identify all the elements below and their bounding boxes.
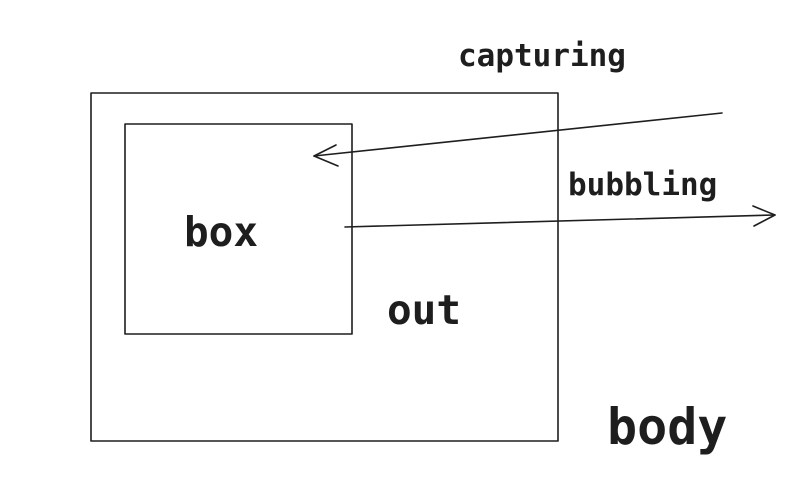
capturing-arrow-shaft (313, 112, 723, 157)
body-label: body (607, 398, 727, 456)
box-label: box (184, 208, 258, 256)
bubbling-arrow-shaft (344, 214, 776, 228)
inner-box (124, 123, 353, 335)
capturing-label: capturing (458, 38, 626, 74)
bubbling-arrow (344, 205, 776, 228)
capturing-arrow (313, 112, 723, 167)
out-container-box (90, 92, 559, 442)
out-label: out (387, 286, 461, 334)
bubbling-arrowhead (752, 205, 776, 227)
bubbling-label: bubbling (568, 167, 717, 203)
capturing-arrowhead (313, 144, 339, 167)
